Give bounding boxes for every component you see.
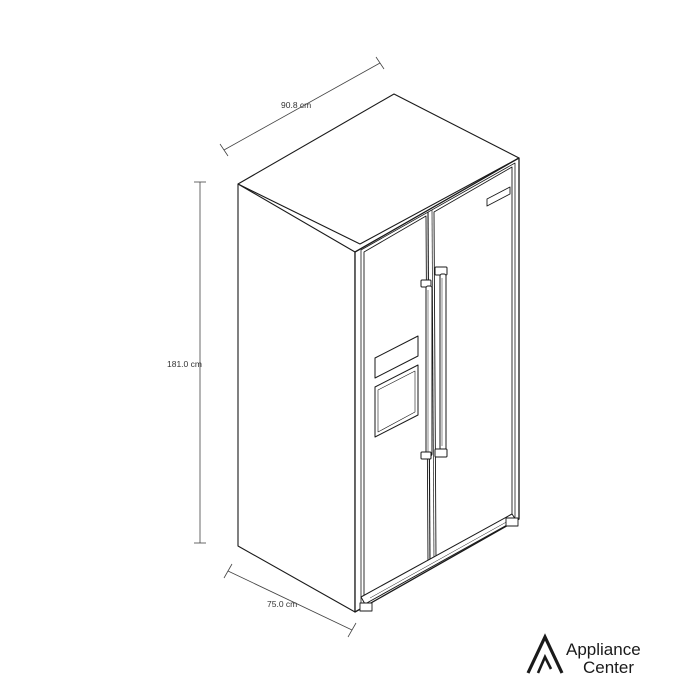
depth-dimension-line bbox=[227, 570, 353, 631]
left-foot bbox=[359, 602, 373, 612]
door-divider-inner bbox=[431, 209, 435, 565]
dispenser-recess-inner bbox=[377, 370, 416, 433]
width-dimension-tick-left bbox=[219, 143, 229, 157]
height-label: 181.0 cm bbox=[167, 359, 202, 369]
refrigerator bbox=[237, 93, 520, 613]
front-face bbox=[354, 157, 520, 613]
freezer-handle bbox=[420, 279, 433, 460]
width-dimension-tick-right bbox=[375, 56, 385, 70]
brand-badge bbox=[486, 186, 511, 207]
depth-dimension-tick-left bbox=[223, 563, 233, 579]
logo-text-line1: Appliance bbox=[566, 640, 641, 659]
logo-mark-icon bbox=[526, 633, 564, 674]
logo-text-line2: Center bbox=[583, 658, 634, 677]
right-foot bbox=[505, 517, 519, 527]
dimension-lines bbox=[194, 56, 385, 638]
depth-dimension-tick-right bbox=[347, 622, 357, 638]
width-label: 90.8 cm bbox=[281, 100, 311, 110]
dispenser-recess bbox=[374, 364, 419, 438]
width-dimension-line bbox=[223, 62, 381, 151]
door-outline bbox=[360, 162, 516, 606]
dispenser-control-panel bbox=[374, 335, 419, 379]
appliance-center-logo: Appliance Center bbox=[526, 633, 641, 677]
side-panel bbox=[237, 183, 356, 613]
fridge-handle bbox=[434, 266, 448, 458]
base-grille-line bbox=[369, 519, 511, 599]
depth-label: 75.0 cm bbox=[267, 599, 297, 609]
